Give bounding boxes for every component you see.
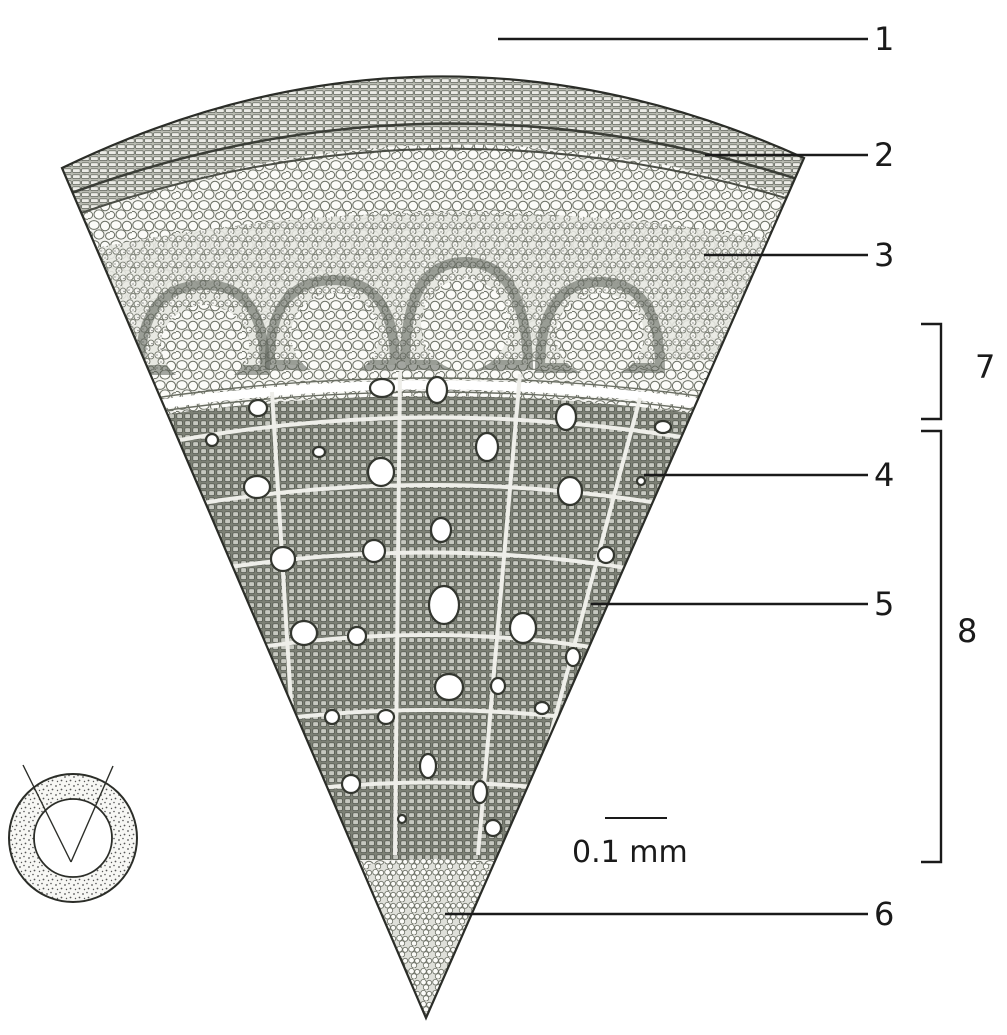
callout-2: 2	[874, 136, 894, 174]
bracket-8-label: 8	[957, 612, 977, 650]
scale-bar-label: 0.1 mm	[572, 835, 688, 870]
scale-bar: 0.1 mm	[572, 818, 688, 870]
bracket-7-label: 7	[975, 348, 995, 386]
brackets: 7 8	[921, 324, 995, 862]
bracket-7-line	[921, 324, 941, 419]
orientation-inset	[9, 765, 137, 902]
callout-3: 3	[874, 236, 894, 274]
callout-5: 5	[874, 585, 894, 623]
callout-6: 6	[874, 895, 894, 933]
bracket-8-line	[921, 431, 941, 862]
xylem-region	[40, 396, 830, 860]
callout-1: 1	[874, 20, 894, 58]
callout-4: 4	[874, 456, 894, 494]
